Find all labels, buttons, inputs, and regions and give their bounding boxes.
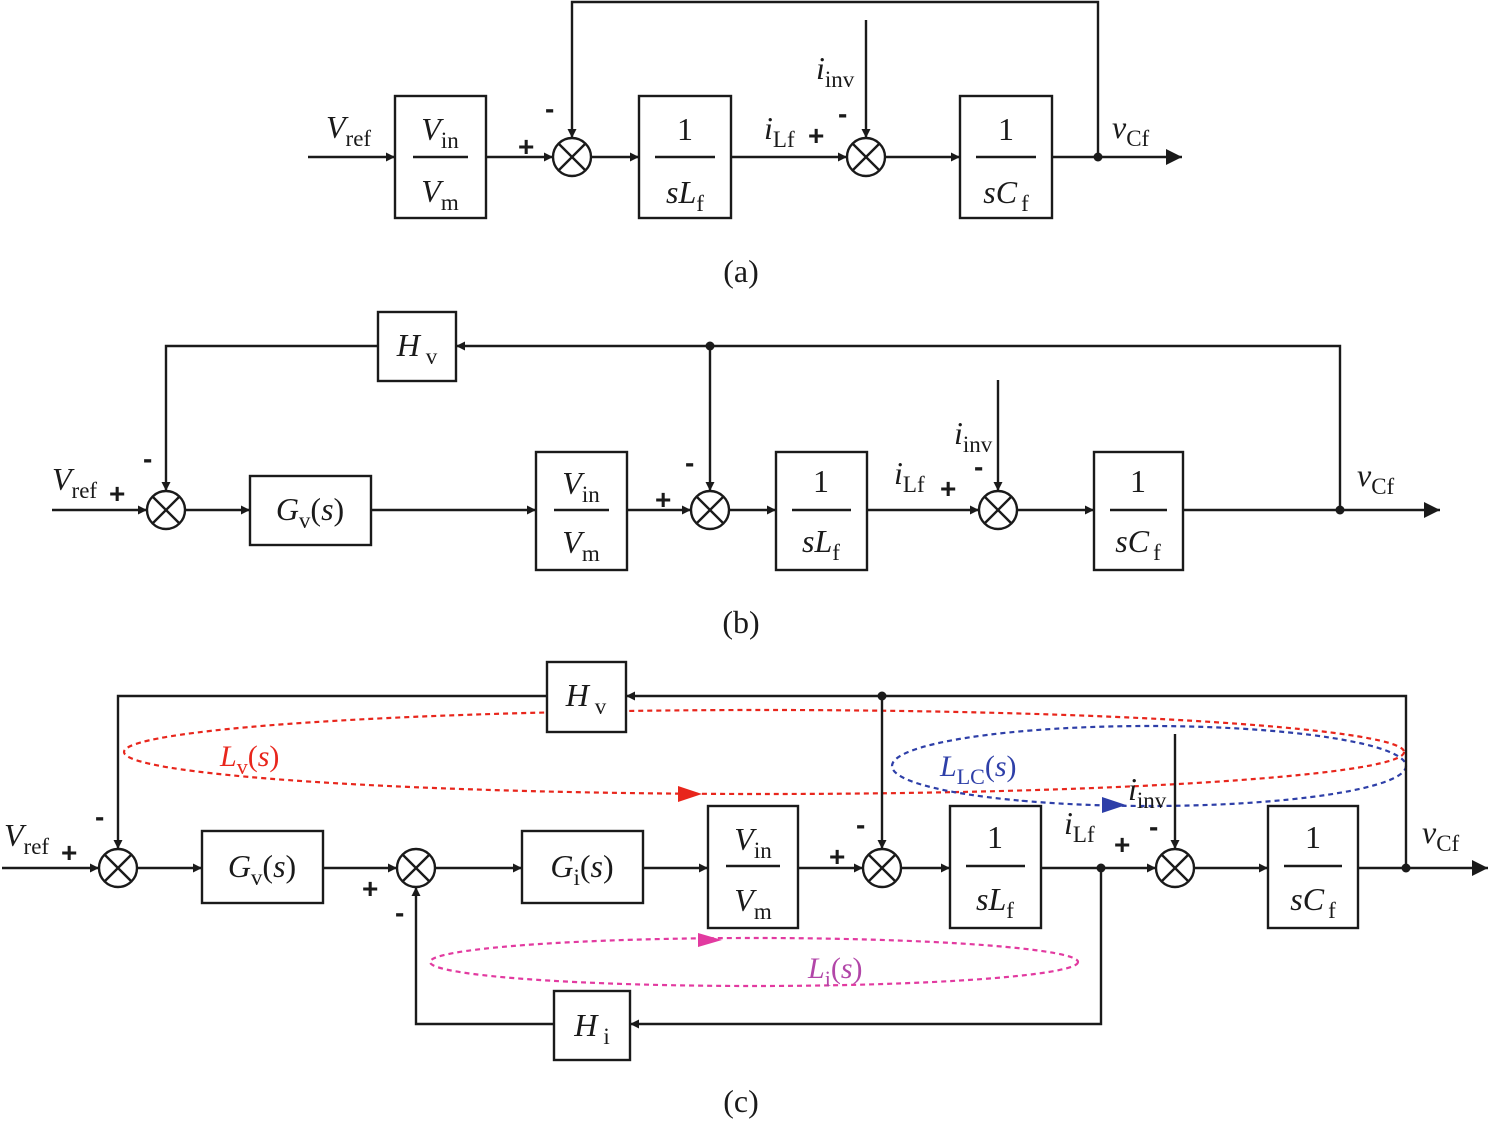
junction-dot: [1096, 863, 1106, 873]
block-gv: [248, 474, 373, 547]
voltage-feedback-wire: [567, 0, 1100, 157]
iinv-label: iinv: [816, 50, 855, 92]
sum-junction: [551, 136, 593, 178]
loop-lv: [122, 708, 1406, 802]
hi-output-wire: [411, 887, 554, 1026]
svg-text:1: 1: [987, 819, 1003, 855]
svg-text:sLf: sLf: [666, 174, 704, 216]
iinv-label: iinv: [1128, 771, 1167, 813]
svg-text:Gv(s): Gv(s): [228, 848, 296, 890]
svg-text:Vm: Vm: [734, 882, 772, 924]
caption-c: (c): [723, 1083, 759, 1119]
svg-text:Vm: Vm: [562, 524, 600, 566]
svg-text:Hv: Hv: [565, 677, 607, 719]
junction-dot: [877, 691, 887, 701]
block-hv: [545, 660, 628, 734]
svg-text:sCf: sCf: [1115, 523, 1161, 565]
plus-sign: +: [109, 478, 125, 509]
lv-arrow: [678, 786, 702, 802]
sum-junction: [861, 847, 903, 889]
vref-label: Vref: [326, 109, 371, 151]
svg-text:Hi: Hi: [573, 1007, 610, 1049]
svg-text:Vm: Vm: [421, 173, 459, 215]
sum-junction: [689, 489, 731, 531]
voltage-feedback-wire: [456, 341, 1342, 510]
minus-sign: -: [838, 98, 847, 129]
svg-text:Gi(s): Gi(s): [550, 848, 613, 890]
sum-junction: [977, 489, 1019, 531]
junction-dot: [1093, 152, 1103, 162]
plus-sign: +: [518, 131, 534, 162]
sum-junction: [845, 136, 887, 178]
minus-sign: -: [95, 801, 104, 832]
block-gv: [200, 829, 325, 905]
ilf-label: iLf: [764, 110, 795, 152]
svg-text:sCf: sCf: [983, 174, 1029, 216]
svg-text:1: 1: [998, 111, 1014, 147]
vcf-label: vCf: [1112, 109, 1150, 151]
sum-junction: [97, 847, 139, 889]
ilf-label: iLf: [1064, 805, 1095, 847]
ilf-label: iLf: [894, 455, 925, 497]
llc-loop-label: LLC(s): [939, 750, 1017, 789]
li-arrow: [698, 933, 722, 947]
vcf-label: vCf: [1357, 457, 1395, 499]
svg-text:1: 1: [677, 111, 693, 147]
svg-text:Gv(s): Gv(s): [276, 491, 344, 533]
vref-label: Vref: [4, 817, 49, 859]
minus-sign: -: [685, 447, 694, 478]
svg-text:Vin: Vin: [734, 821, 772, 863]
svg-text:Vin: Vin: [562, 465, 600, 507]
block-hv: [376, 310, 458, 383]
plus-sign: +: [808, 120, 824, 151]
plus-sign: +: [1114, 829, 1130, 860]
iinv-label: iinv: [954, 415, 993, 457]
minus-sign: -: [395, 897, 404, 928]
llc-arrow: [1102, 797, 1126, 813]
sum-junction: [145, 489, 187, 531]
svg-text:sLf: sLf: [976, 881, 1014, 923]
svg-text:1: 1: [1130, 463, 1146, 499]
loop-li: [428, 933, 1080, 988]
vref-label: Vref: [52, 461, 97, 503]
current-feedback-wire: [630, 868, 1103, 1029]
plus-sign: +: [655, 484, 671, 515]
minus-sign: -: [1149, 811, 1158, 842]
hv-output-wire: [113, 694, 547, 849]
svg-text:1: 1: [1305, 819, 1321, 855]
svg-text:Hv: Hv: [396, 327, 438, 369]
sum-junction: [395, 847, 437, 889]
junction-dot: [1401, 863, 1411, 873]
caption-a: (a): [723, 253, 759, 289]
junction-dot: [1335, 505, 1345, 515]
block-gi: [520, 829, 645, 905]
hv-output-wire: [161, 344, 378, 491]
minus-sign: -: [545, 93, 554, 124]
plus-sign: +: [940, 473, 956, 504]
sum-junction: [1154, 847, 1196, 889]
junction-dot: [705, 341, 715, 351]
svg-text:1: 1: [813, 463, 829, 499]
plus-sign: +: [61, 837, 77, 868]
minus-sign: -: [856, 809, 865, 840]
plus-sign: +: [829, 841, 845, 872]
block-hi: [552, 989, 632, 1062]
minus-sign: -: [143, 443, 152, 474]
plus-sign: +: [362, 873, 378, 904]
minus-sign: -: [974, 451, 983, 482]
svg-text:sLf: sLf: [802, 523, 840, 565]
caption-b: (b): [722, 604, 759, 640]
svg-text:sCf: sCf: [1290, 881, 1336, 923]
svg-text:Vin: Vin: [421, 111, 459, 153]
vcf-label: vCf: [1422, 814, 1460, 856]
li-loop-label: Li(s): [807, 952, 863, 991]
lv-loop-label: Lv(s): [219, 740, 279, 779]
